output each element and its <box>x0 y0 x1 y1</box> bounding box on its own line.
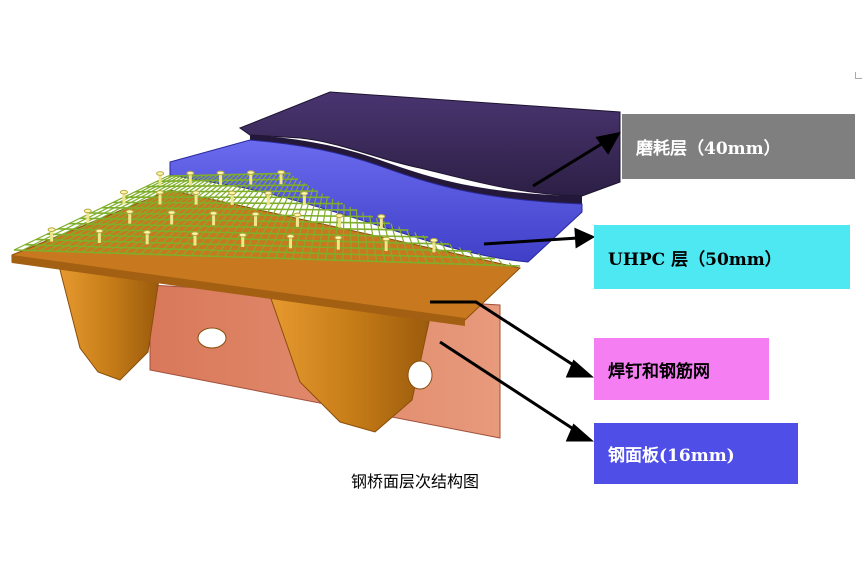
label-steel-plate: 钢面板(16mm) <box>594 423 798 484</box>
label-wear-layer: 磨耗层（40mm） <box>622 114 855 179</box>
diagram-caption: 钢桥面层次结构图 <box>300 468 530 492</box>
label-uhpc-layer: UHPC 层（50mm） <box>594 225 850 289</box>
corner-mark <box>855 72 862 79</box>
label-studs-mesh: 焊钉和钢筋网 <box>594 338 769 400</box>
